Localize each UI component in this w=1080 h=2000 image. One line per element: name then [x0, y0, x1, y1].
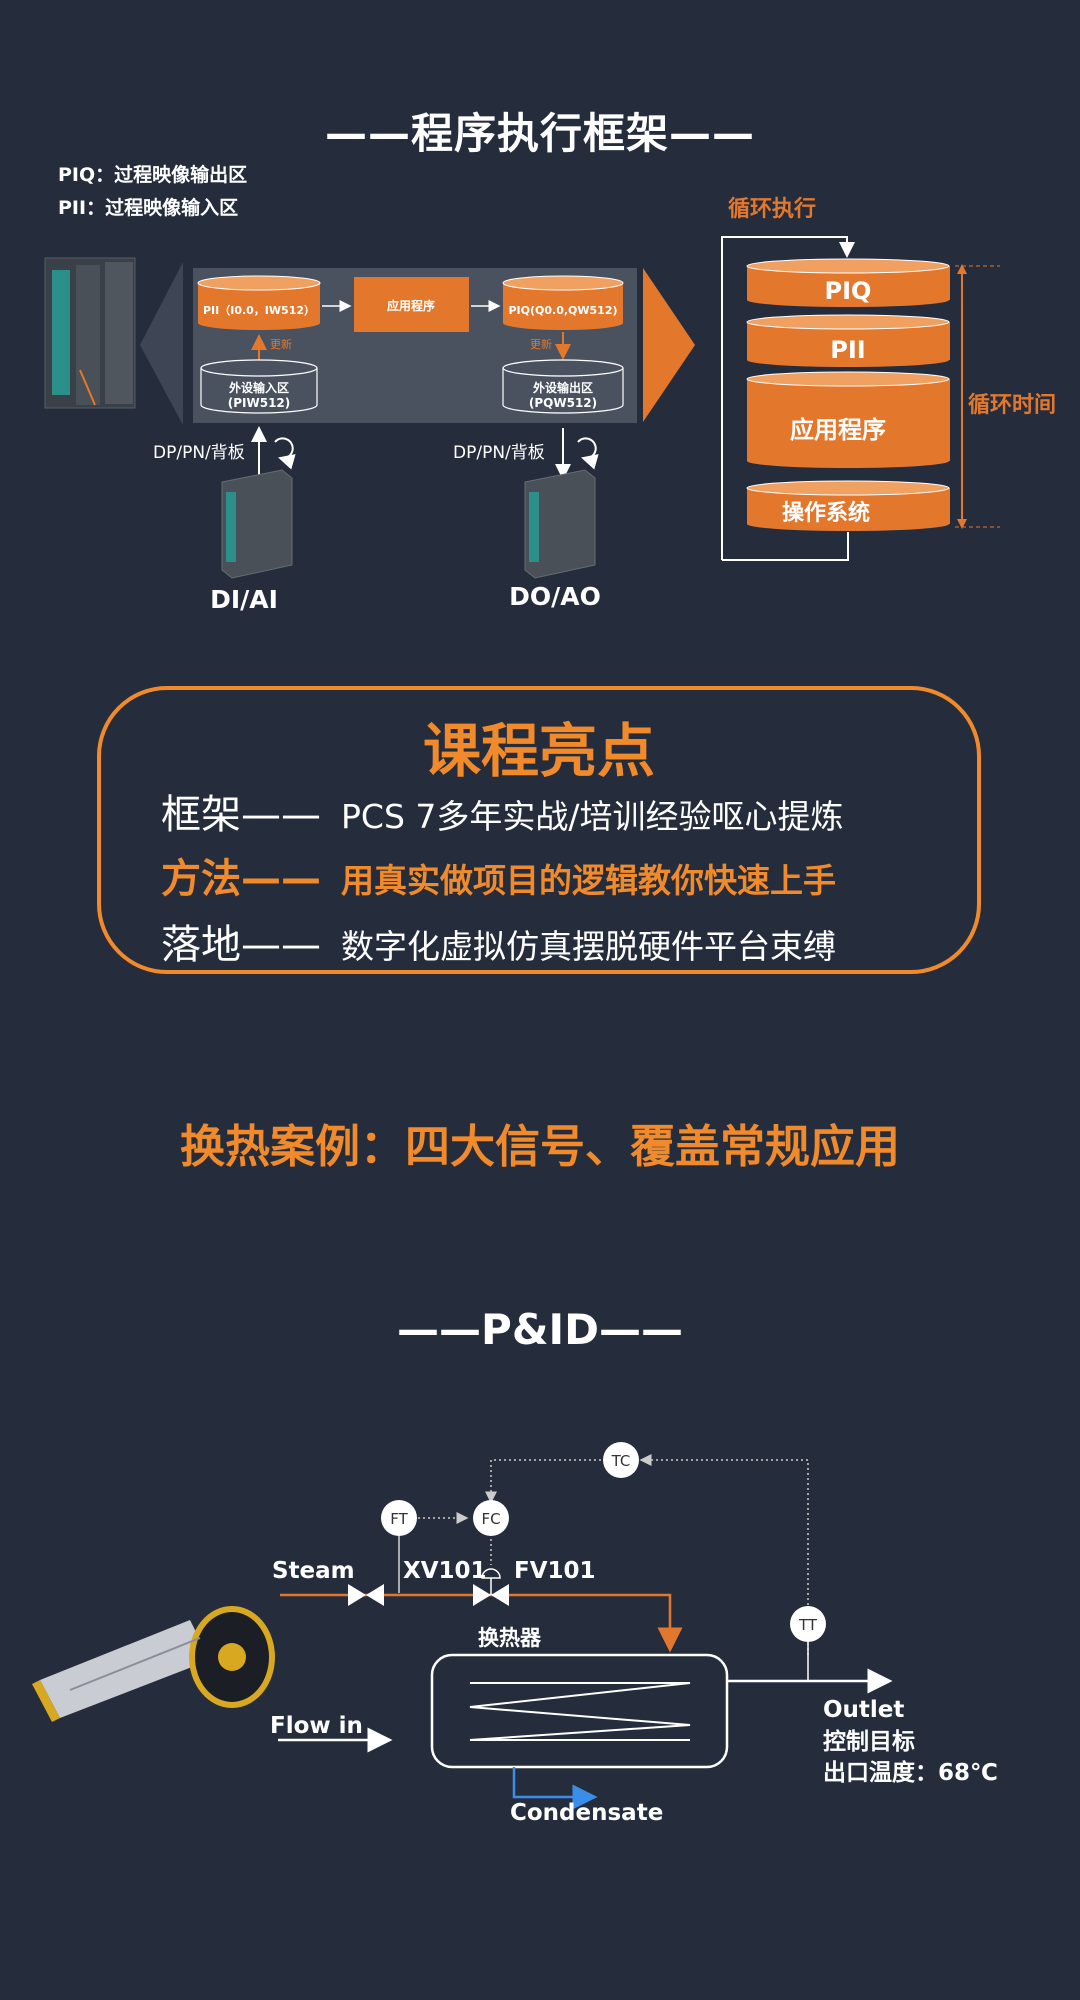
highlight-row-method: 方法——用真实做项目的逻辑教你快速上手 [161, 856, 836, 902]
plc-cpu-image [44, 257, 136, 409]
svg-text:PIQ: PIQ [825, 277, 872, 305]
fv101-valve-icon [473, 1568, 509, 1606]
output-area-cylinder: 外设输出区 (PQW512) [502, 359, 624, 414]
piq-cylinder: PIQ(Q0.0,QW512) [502, 275, 624, 330]
highlights-title: 课程亮点 [422, 717, 655, 785]
svg-text:FC: FC [481, 1510, 500, 1528]
framework-diagram: PII（I0.0，IW512） 应用程序 PIQ(Q0.0,QW512) 更新 … [44, 196, 1056, 614]
pid-diagram: Steam XV101 FV101 TC FT FC TT 换热器 Flow i… [32, 1442, 998, 1826]
update-right-label: 更新 [530, 337, 552, 351]
svg-text:(PQW512): (PQW512) [529, 396, 597, 410]
input-area-cylinder: 外设输入区 (PIW512) [200, 359, 318, 414]
xv101-label: XV101 [403, 1558, 487, 1584]
input-arrow-right [643, 268, 695, 422]
highlight-row-landing: 落地——数字化虚拟仿真摆脱硬件平台束缚 [161, 922, 836, 968]
output-arrow-left [140, 262, 183, 425]
cycle-layer-pii: PII [746, 314, 950, 367]
heat-exchanger-image [32, 1606, 275, 1722]
highlights-box: 课程亮点 框架——PCS 7多年实战/培训经验呕心提炼 方法——用真实做项目的逻… [97, 686, 981, 974]
exchanger-label: 换热器 [478, 1626, 542, 1650]
outlet-temp-label: 出口温度：68℃ [823, 1759, 998, 1786]
app-box-label: 应用程序 [387, 298, 435, 313]
cycle-exec-label: 循环执行 [728, 196, 816, 222]
control-target-label: 控制目标 [823, 1728, 915, 1755]
svg-text:外设输出区: 外设输出区 [533, 380, 593, 395]
case-title: 换热案例：四大信号、覆盖常规应用 [179, 1120, 900, 1173]
module-right-label: DO/AO [509, 582, 601, 611]
input-module-image [221, 469, 293, 579]
framework-title: ——程序执行框架—— [324, 109, 755, 158]
module-left-label: DI/AI [210, 585, 278, 614]
fv101-label: FV101 [514, 1558, 596, 1584]
legend-piq: PIQ：过程映像输出区 [58, 164, 248, 186]
outlet-label: Outlet [823, 1697, 904, 1723]
svg-text:FT: FT [390, 1510, 408, 1528]
fc-instrument: FC [473, 1500, 509, 1536]
pid-title: ——P&ID—— [397, 1305, 683, 1354]
cycle-layer-piq: PIQ [746, 258, 950, 307]
svg-text:PII: PII [830, 336, 865, 364]
xv101-valve-icon [348, 1584, 384, 1606]
refresh-left-icon [274, 437, 296, 470]
output-module-image [524, 469, 596, 579]
legend-pii: PII：过程映像输入区 [58, 197, 239, 219]
piq-box-label: PIQ(Q0.0,QW512) [508, 304, 617, 317]
svg-text:TC: TC [611, 1452, 631, 1470]
app-box [354, 277, 469, 332]
tc-instrument: TC [603, 1442, 639, 1478]
svg-text:(PIW512): (PIW512) [228, 396, 291, 410]
tt-instrument: TT [790, 1606, 826, 1642]
condensate-label: Condensate [510, 1800, 663, 1826]
svg-text:操作系统: 操作系统 [782, 500, 870, 526]
exchanger-coil [469, 1682, 691, 1741]
svg-text:外设输入区: 外设输入区 [229, 380, 289, 395]
pii-box-label: PII（I0.0，IW512） [203, 304, 315, 317]
svg-text:应用程序: 应用程序 [790, 416, 886, 444]
bus-left-label: DP/PN/背板 [153, 443, 245, 463]
bus-right-label: DP/PN/背板 [453, 443, 545, 463]
flow-in-label: Flow in [270, 1713, 363, 1739]
cycle-layer-app: 应用程序 [746, 371, 950, 468]
refresh-right-icon [577, 437, 599, 470]
cycle-layer-os: 操作系统 [746, 480, 950, 531]
pii-cylinder: PII（I0.0，IW512） [197, 275, 321, 330]
steam-label: Steam [272, 1558, 355, 1584]
update-left-label: 更新 [270, 337, 292, 351]
exchanger-vessel [430, 1653, 729, 1769]
svg-text:TT: TT [798, 1616, 818, 1634]
cycle-time-label: 循环时间 [968, 392, 1056, 418]
ft-instrument: FT [381, 1500, 417, 1536]
highlight-row-framework: 框架——PCS 7多年实战/培训经验呕心提炼 [161, 792, 844, 838]
